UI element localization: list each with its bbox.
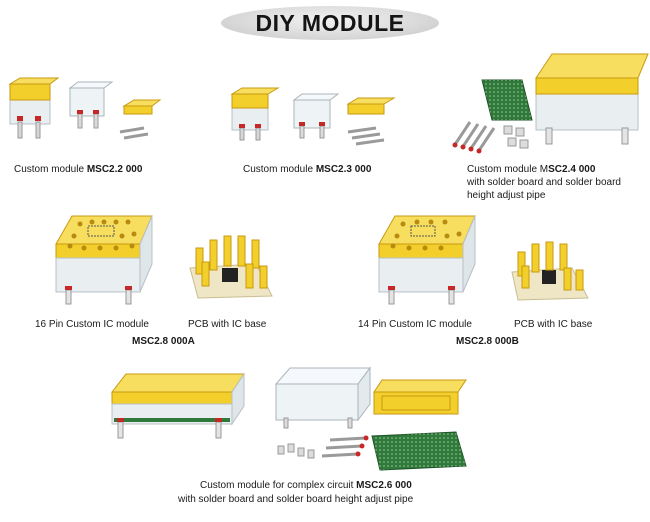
pcb2-image [511, 241, 589, 301]
caption-msc23-text: Custom module [243, 164, 316, 175]
caption-msc22-code: MSC2.2 000 [86, 164, 143, 175]
caption-pcb1: PCB with IC base [188, 319, 267, 330]
msc22-product-image [8, 77, 162, 140]
caption-msc26-text: Custom module for complex circuit [200, 480, 357, 491]
caption-pcb2: PCB with IC base [514, 319, 593, 330]
caption-msc22: Custom module MSC2.2 000 [14, 163, 142, 176]
ic16-module-image [55, 215, 153, 305]
ic14-module-image [378, 215, 476, 305]
msc24-product-image [452, 53, 649, 154]
caption-msc22-text: Custom module [14, 164, 87, 175]
caption-msc26: Custom module for complex circuit MSC2.6… [200, 479, 412, 492]
caption-msc23-code: MSC2.3 000 [315, 164, 372, 175]
msc23-product-image [230, 87, 396, 146]
caption-msc24-line3: height adjust pipe [467, 190, 546, 201]
caption-msc24-line2: with solder board and solder board [467, 177, 621, 188]
caption-msc23: Custom module MSC2.3 000 [243, 163, 371, 176]
caption-ic14: 14 Pin Custom IC module [358, 319, 472, 330]
caption-msc24-text: Custom module M [467, 164, 549, 175]
page-title-banner: DIY MODULE [221, 6, 439, 40]
caption-ic16: 16 Pin Custom IC module [35, 319, 149, 330]
caption-msc26-code: MSC2.6 000 [356, 480, 412, 491]
caption-msc24: Custom module MSC2.4 000 with solder boa… [467, 163, 621, 202]
pcb1-image [189, 235, 273, 299]
msc26-module-image [110, 372, 245, 439]
code-msc28b: MSC2.8 000B [456, 336, 519, 347]
code-msc28a: MSC2.8 000A [132, 336, 195, 347]
caption-msc24-code: SC2.4 000 [548, 164, 596, 175]
caption-msc26-line2: with solder board and solder board heigh… [178, 494, 414, 505]
msc26-parts-image [274, 366, 467, 471]
page-title: DIY MODULE [255, 9, 405, 36]
